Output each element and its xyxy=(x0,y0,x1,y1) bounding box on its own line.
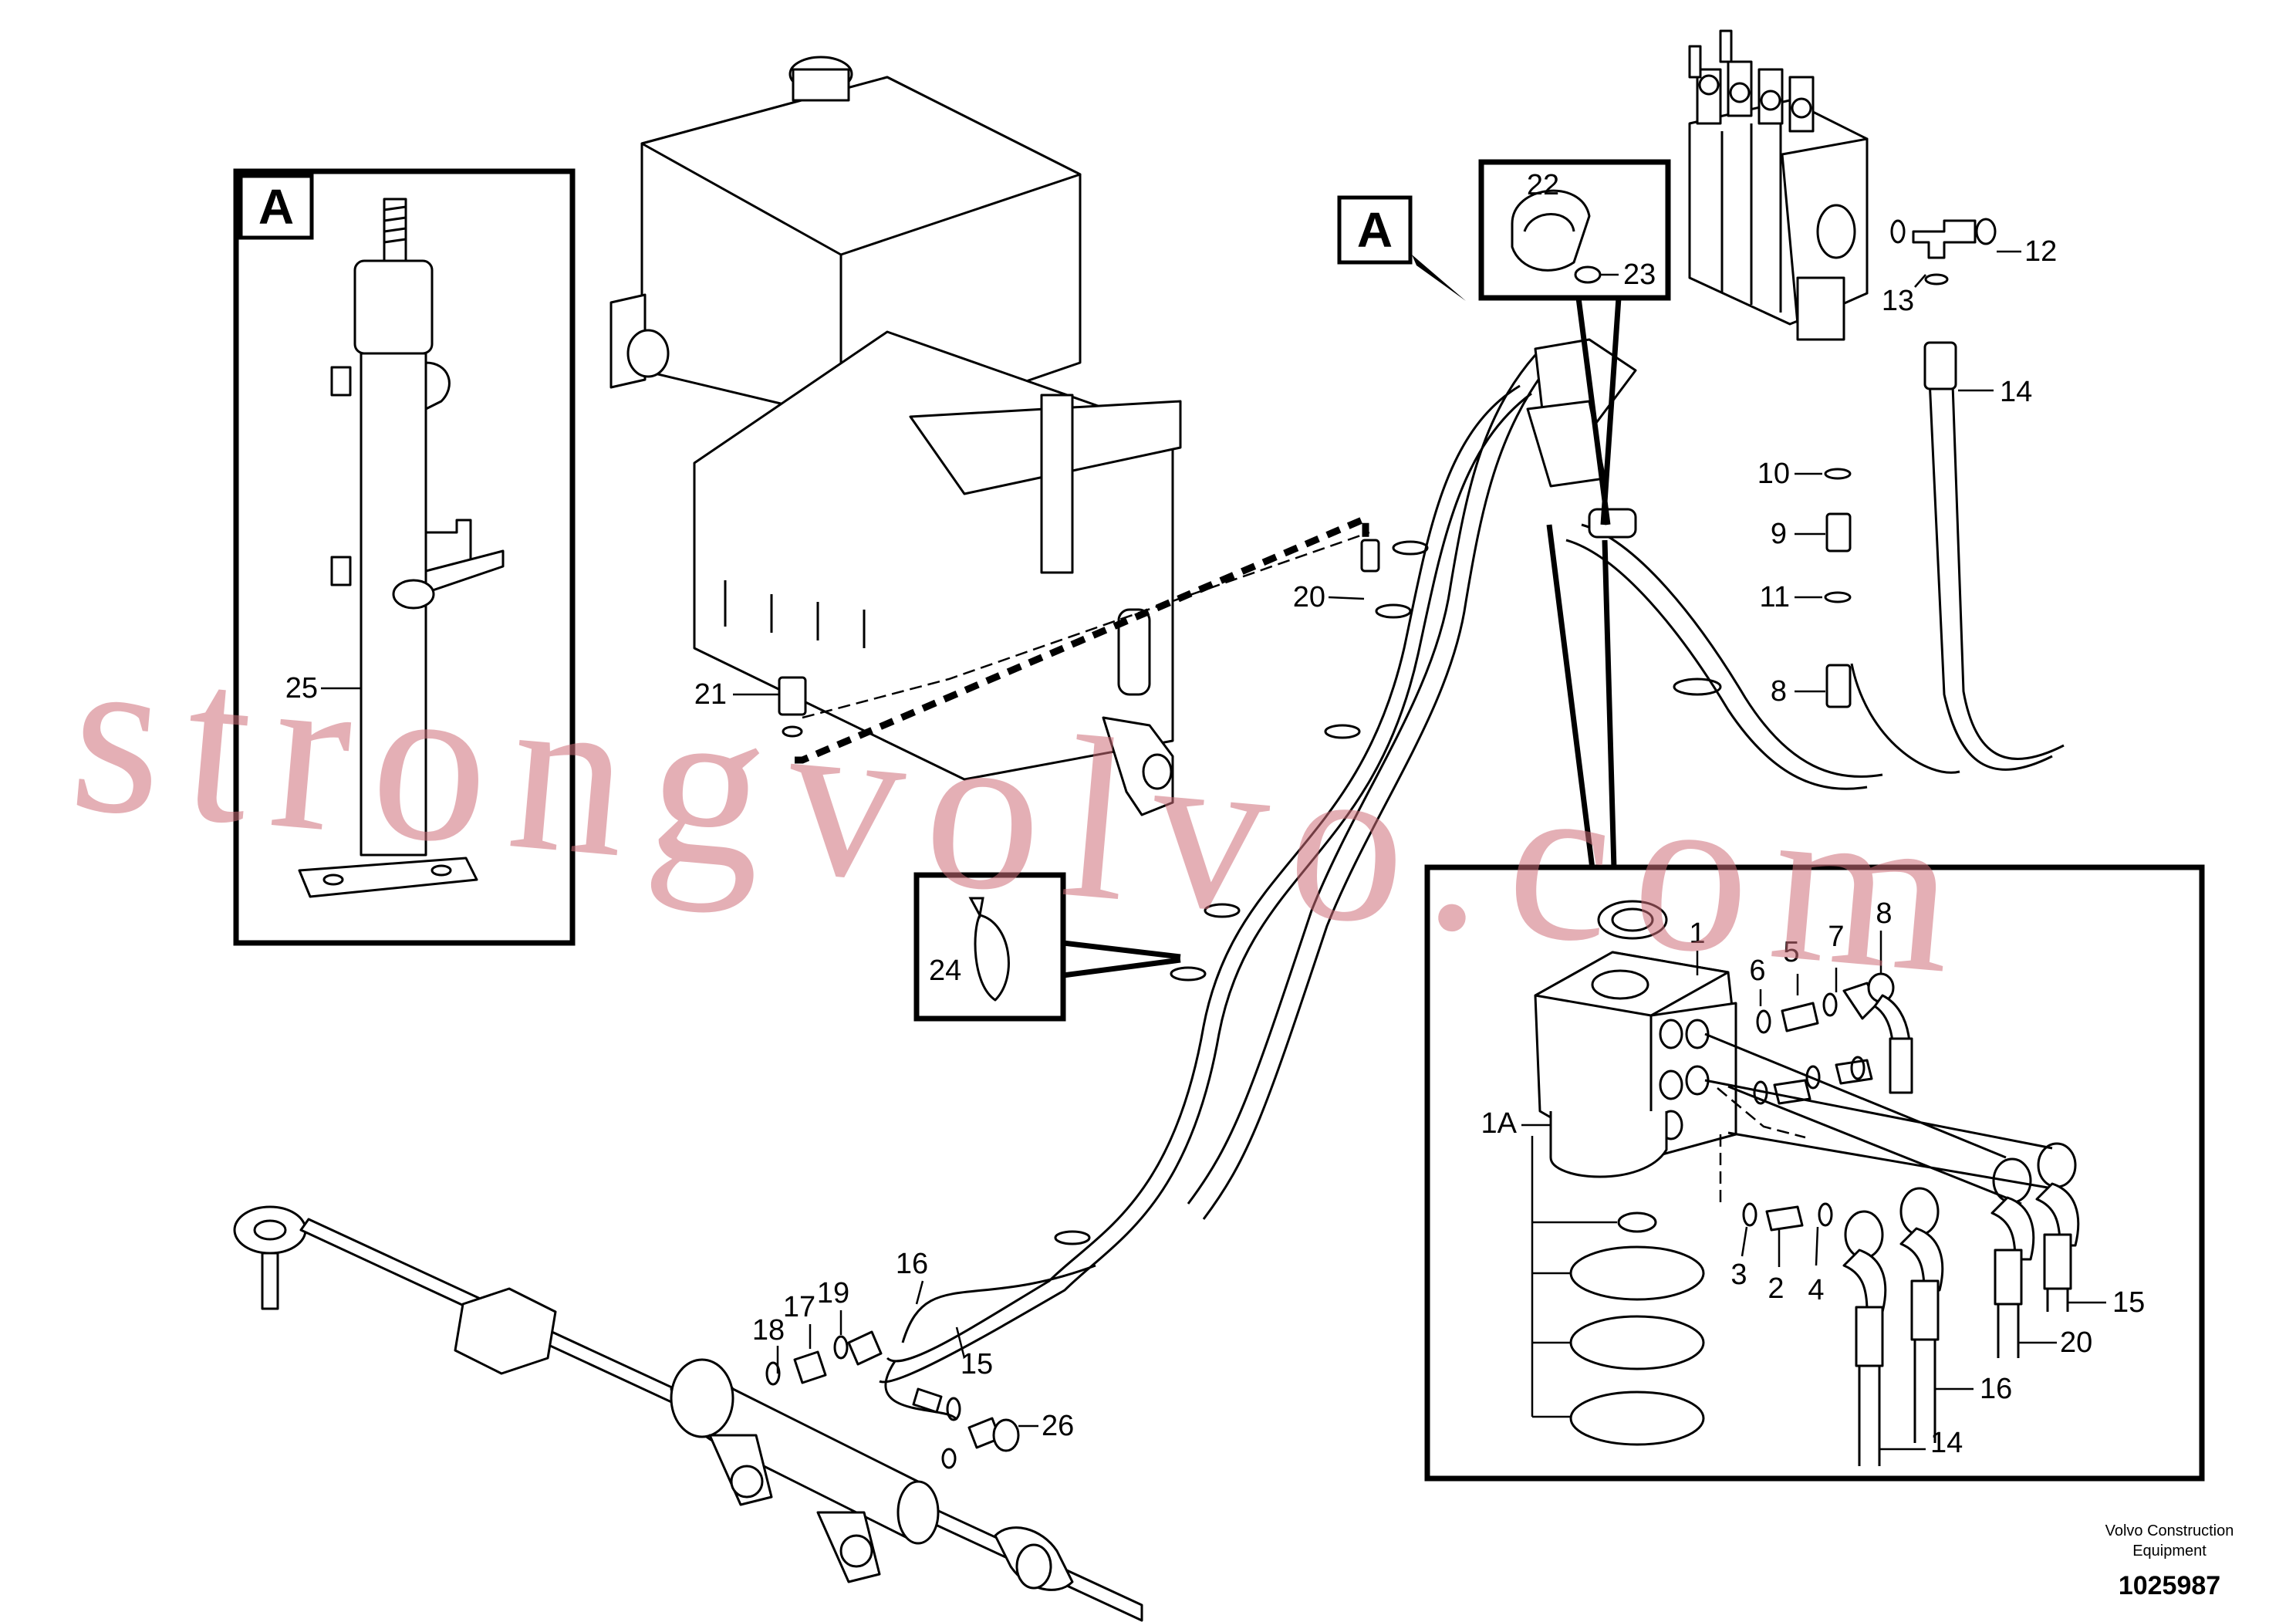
return-line-dashed xyxy=(795,513,1369,764)
label-25: 25 xyxy=(285,672,318,705)
label-26: 26 xyxy=(1042,1410,1074,1442)
callout-a-marker: A xyxy=(1337,195,1466,301)
label-10: 10 xyxy=(1757,458,1790,490)
label-5: 5 xyxy=(1783,936,1799,968)
label-6: 6 xyxy=(1749,955,1765,987)
label-14-top: 14 xyxy=(2000,376,2032,408)
elbow-12-13: 12 13 xyxy=(1882,218,2057,317)
label-14-detail: 14 xyxy=(1930,1427,1963,1459)
label-1: 1 xyxy=(1689,917,1705,950)
label-18: 18 xyxy=(752,1314,785,1347)
hydraulic-tank xyxy=(609,56,1182,816)
hose-clamps xyxy=(1054,540,1722,1245)
steering-unit-upper xyxy=(1526,338,1637,539)
label-12: 12 xyxy=(2024,235,2057,268)
label-15-detail: 15 xyxy=(2112,1286,2145,1319)
label-16-detail: 16 xyxy=(1980,1373,2012,1405)
label-16-bottom: 16 xyxy=(896,1248,928,1280)
detail-a-letter: A xyxy=(258,179,294,235)
fitting-stack: 10 9 11 8 xyxy=(1757,458,1852,708)
clamp-inset-22-23: 22 23 xyxy=(1478,159,1671,870)
label-3: 3 xyxy=(1730,1259,1747,1291)
steering-column xyxy=(298,198,505,898)
label-17: 17 xyxy=(783,1291,815,1323)
label-11: 11 xyxy=(1760,581,1790,613)
label-8-detail: 8 xyxy=(1876,897,1892,930)
label-4: 4 xyxy=(1808,1274,1824,1306)
steering-cylinder xyxy=(233,1205,1143,1622)
label-24: 24 xyxy=(929,955,961,987)
detail-a-inset: A 25 xyxy=(233,168,576,946)
brand-line-1: Volvo Construction xyxy=(2105,1522,2234,1539)
label-8-top: 8 xyxy=(1771,675,1787,708)
label-7: 7 xyxy=(1828,921,1844,953)
label-20-detail: 20 xyxy=(2060,1326,2092,1359)
callout-a-letter: A xyxy=(1357,202,1393,258)
label-1a: 1A xyxy=(1481,1107,1518,1140)
steering-unit-detail: 1A 1 6 5 7 8 xyxy=(1424,864,2205,1482)
label-15-bottom: 15 xyxy=(961,1348,993,1380)
cylinder-fittings: 18 17 19 16 15 26 xyxy=(752,1248,1074,1469)
label-21: 21 xyxy=(694,678,727,711)
label-23: 23 xyxy=(1623,259,1656,291)
label-20-top: 20 xyxy=(1293,581,1325,613)
fitting-21: 21 xyxy=(694,676,807,738)
label-22: 22 xyxy=(1527,169,1559,201)
label-9: 9 xyxy=(1771,518,1787,550)
figure-number: 1025987 xyxy=(2119,1571,2220,1600)
brand-line-2: Equipment xyxy=(2132,1543,2207,1559)
hose-bundle xyxy=(879,354,2065,1421)
clamp-inset-24: 24 xyxy=(913,872,1181,1022)
label-13: 13 xyxy=(1882,285,1914,317)
label-2: 2 xyxy=(1768,1272,1784,1305)
label-19: 19 xyxy=(817,1277,849,1309)
control-valve xyxy=(1688,29,1869,341)
